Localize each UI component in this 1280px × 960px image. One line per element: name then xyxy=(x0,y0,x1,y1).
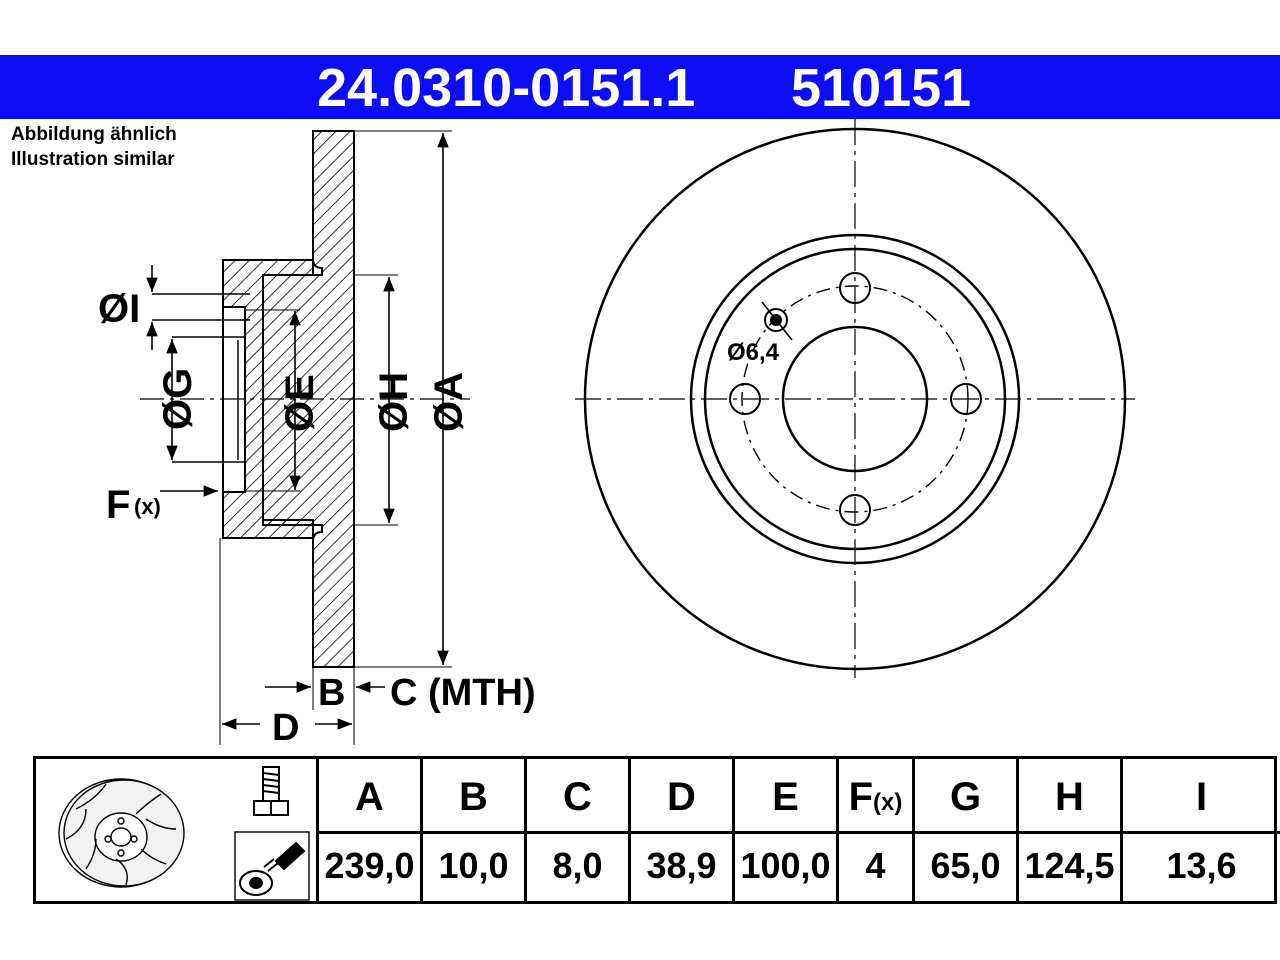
label-f: F xyxy=(106,483,130,527)
spray-can-icon xyxy=(234,831,310,901)
spec-header-label: D xyxy=(667,775,696,819)
cross-section xyxy=(140,130,470,668)
spec-column-a: A 239,0 xyxy=(316,759,420,901)
spec-column-g: G 65,0 xyxy=(912,759,1016,901)
spec-value: 4 xyxy=(865,845,886,886)
spec-value: 10,0 xyxy=(438,845,509,886)
spec-header-label: A xyxy=(355,775,384,819)
spec-header-label: G xyxy=(949,775,982,819)
spec-header: A xyxy=(319,759,420,834)
label-dia-a: ØA xyxy=(427,372,471,432)
spec-header: F(x) xyxy=(839,759,912,834)
note-english: Illustration similar xyxy=(11,149,175,170)
note-german: Abbildung ähnlich xyxy=(11,124,177,145)
spec-header-label: I xyxy=(1195,775,1208,819)
label-dia-e: ØE xyxy=(278,374,322,432)
spec-column-h: H 124,5 xyxy=(1016,759,1120,901)
label-dia-i: ØI xyxy=(98,287,140,331)
spec-header: G xyxy=(915,759,1016,834)
thumbnail-area xyxy=(36,759,316,901)
spec-header-label: B xyxy=(459,775,488,819)
spec-value: 124,5 xyxy=(1024,845,1115,886)
label-hole: Ø6,4 xyxy=(727,339,780,366)
spec-value: 239,0 xyxy=(324,845,415,886)
spec-value: 38,9 xyxy=(646,845,717,886)
spec-header-label: F xyxy=(848,775,874,819)
bolt-hole-bottom xyxy=(839,494,871,526)
part-number: 24.0310-0151.1 xyxy=(317,58,696,118)
spec-header-sub: (x) xyxy=(873,789,903,816)
spec-value: 13,6 xyxy=(1166,845,1237,886)
spec-column-i: I 13,6 xyxy=(1120,759,1280,901)
spec-header-label: H xyxy=(1055,775,1084,819)
bolt-hole-right xyxy=(950,383,982,415)
spec-header-label: C xyxy=(563,775,592,819)
short-number: 510151 xyxy=(791,58,972,118)
spec-value: 100,0 xyxy=(740,845,831,886)
label-dia-h: ØH xyxy=(372,372,416,432)
label-d: D xyxy=(272,707,299,749)
spec-value: 65,0 xyxy=(930,845,1001,886)
spec-column-c: C 8,0 xyxy=(524,759,628,901)
spec-column-d: D 38,9 xyxy=(628,759,732,901)
label-b: B xyxy=(318,672,345,714)
spec-header: D xyxy=(631,759,732,834)
disc-thumbnail-icon xyxy=(58,778,185,888)
spec-header: C xyxy=(527,759,628,834)
spec-header: B xyxy=(423,759,524,834)
label-f-sub: (x) xyxy=(134,494,161,519)
front-view xyxy=(575,119,1135,678)
spec-value: 8,0 xyxy=(552,845,603,886)
locating-hole xyxy=(764,308,788,332)
spec-column-f: F(x) 4 xyxy=(836,759,912,901)
bolt-icon xyxy=(253,766,289,816)
technical-drawing: ØI ØG ØE ØH ØA F (x) B C (MTH) D Ø6,4 xyxy=(98,119,1135,749)
label-c-mth: C (MTH) xyxy=(390,672,536,714)
spec-header: I xyxy=(1123,759,1280,834)
spec-column-b: B 10,0 xyxy=(420,759,524,901)
spec-header: E xyxy=(735,759,836,834)
header-bar: 24.0310-0151.1 510151 xyxy=(0,55,1280,119)
spec-header-label: E xyxy=(772,775,799,819)
label-dia-g: ØG xyxy=(156,368,200,430)
spec-column-e: E 100,0 xyxy=(732,759,836,901)
spec-header: H xyxy=(1019,759,1120,834)
